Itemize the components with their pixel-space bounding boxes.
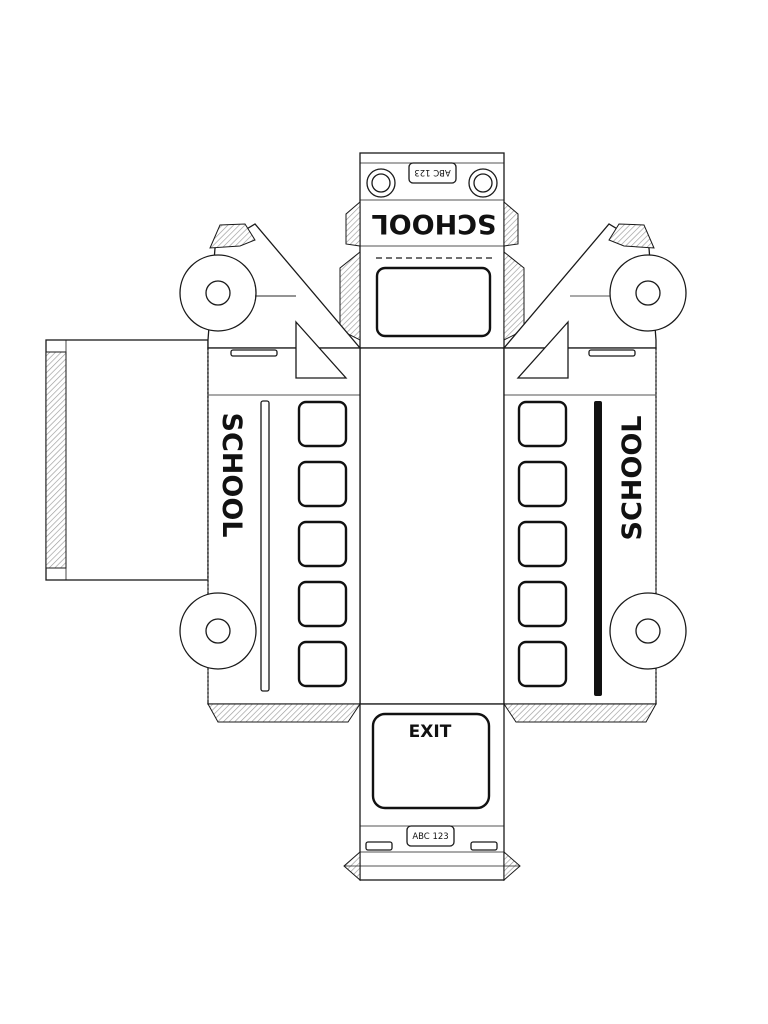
headlight-right-icon (468, 168, 498, 198)
left-window (297, 520, 348, 568)
right-window (517, 640, 568, 688)
right-window (517, 580, 568, 628)
left-window (297, 580, 348, 628)
taillight-left (365, 841, 393, 851)
front-license-plate: ABC 123 (408, 162, 457, 184)
wheel-rear-left-icon (179, 592, 257, 670)
taillight-right (470, 841, 498, 851)
headlight-left-icon (366, 168, 396, 198)
rear-panel: EXIT ABC 123 (343, 703, 521, 882)
left-window (297, 460, 348, 508)
wheel-front-left-icon (179, 254, 296, 332)
right-side-panel: SCHOOL (502, 223, 657, 723)
left-school-label: SCHOOL (216, 413, 247, 538)
left-window (297, 400, 348, 448)
front-plate-text: ABC 123 (414, 167, 450, 177)
right-window (517, 520, 568, 568)
right-window (517, 400, 568, 448)
left-window (297, 640, 348, 688)
rear-license-plate: ABC 123 (406, 825, 455, 847)
left-rear-flap (45, 339, 209, 581)
windshield (375, 266, 492, 338)
front-school-label: SCHOOL (372, 208, 497, 239)
roof-panel (359, 347, 505, 705)
wheel-rear-right-icon (609, 592, 687, 670)
wheel-front-right-icon (609, 254, 687, 332)
right-window (517, 460, 568, 508)
front-panel: ABC 123 SCHOOL (339, 152, 525, 349)
rear-plate-text: ABC 123 (412, 832, 448, 842)
right-school-label: SCHOOL (617, 416, 648, 541)
rear-exit-window (371, 712, 491, 810)
exit-label: EXIT (409, 722, 452, 742)
